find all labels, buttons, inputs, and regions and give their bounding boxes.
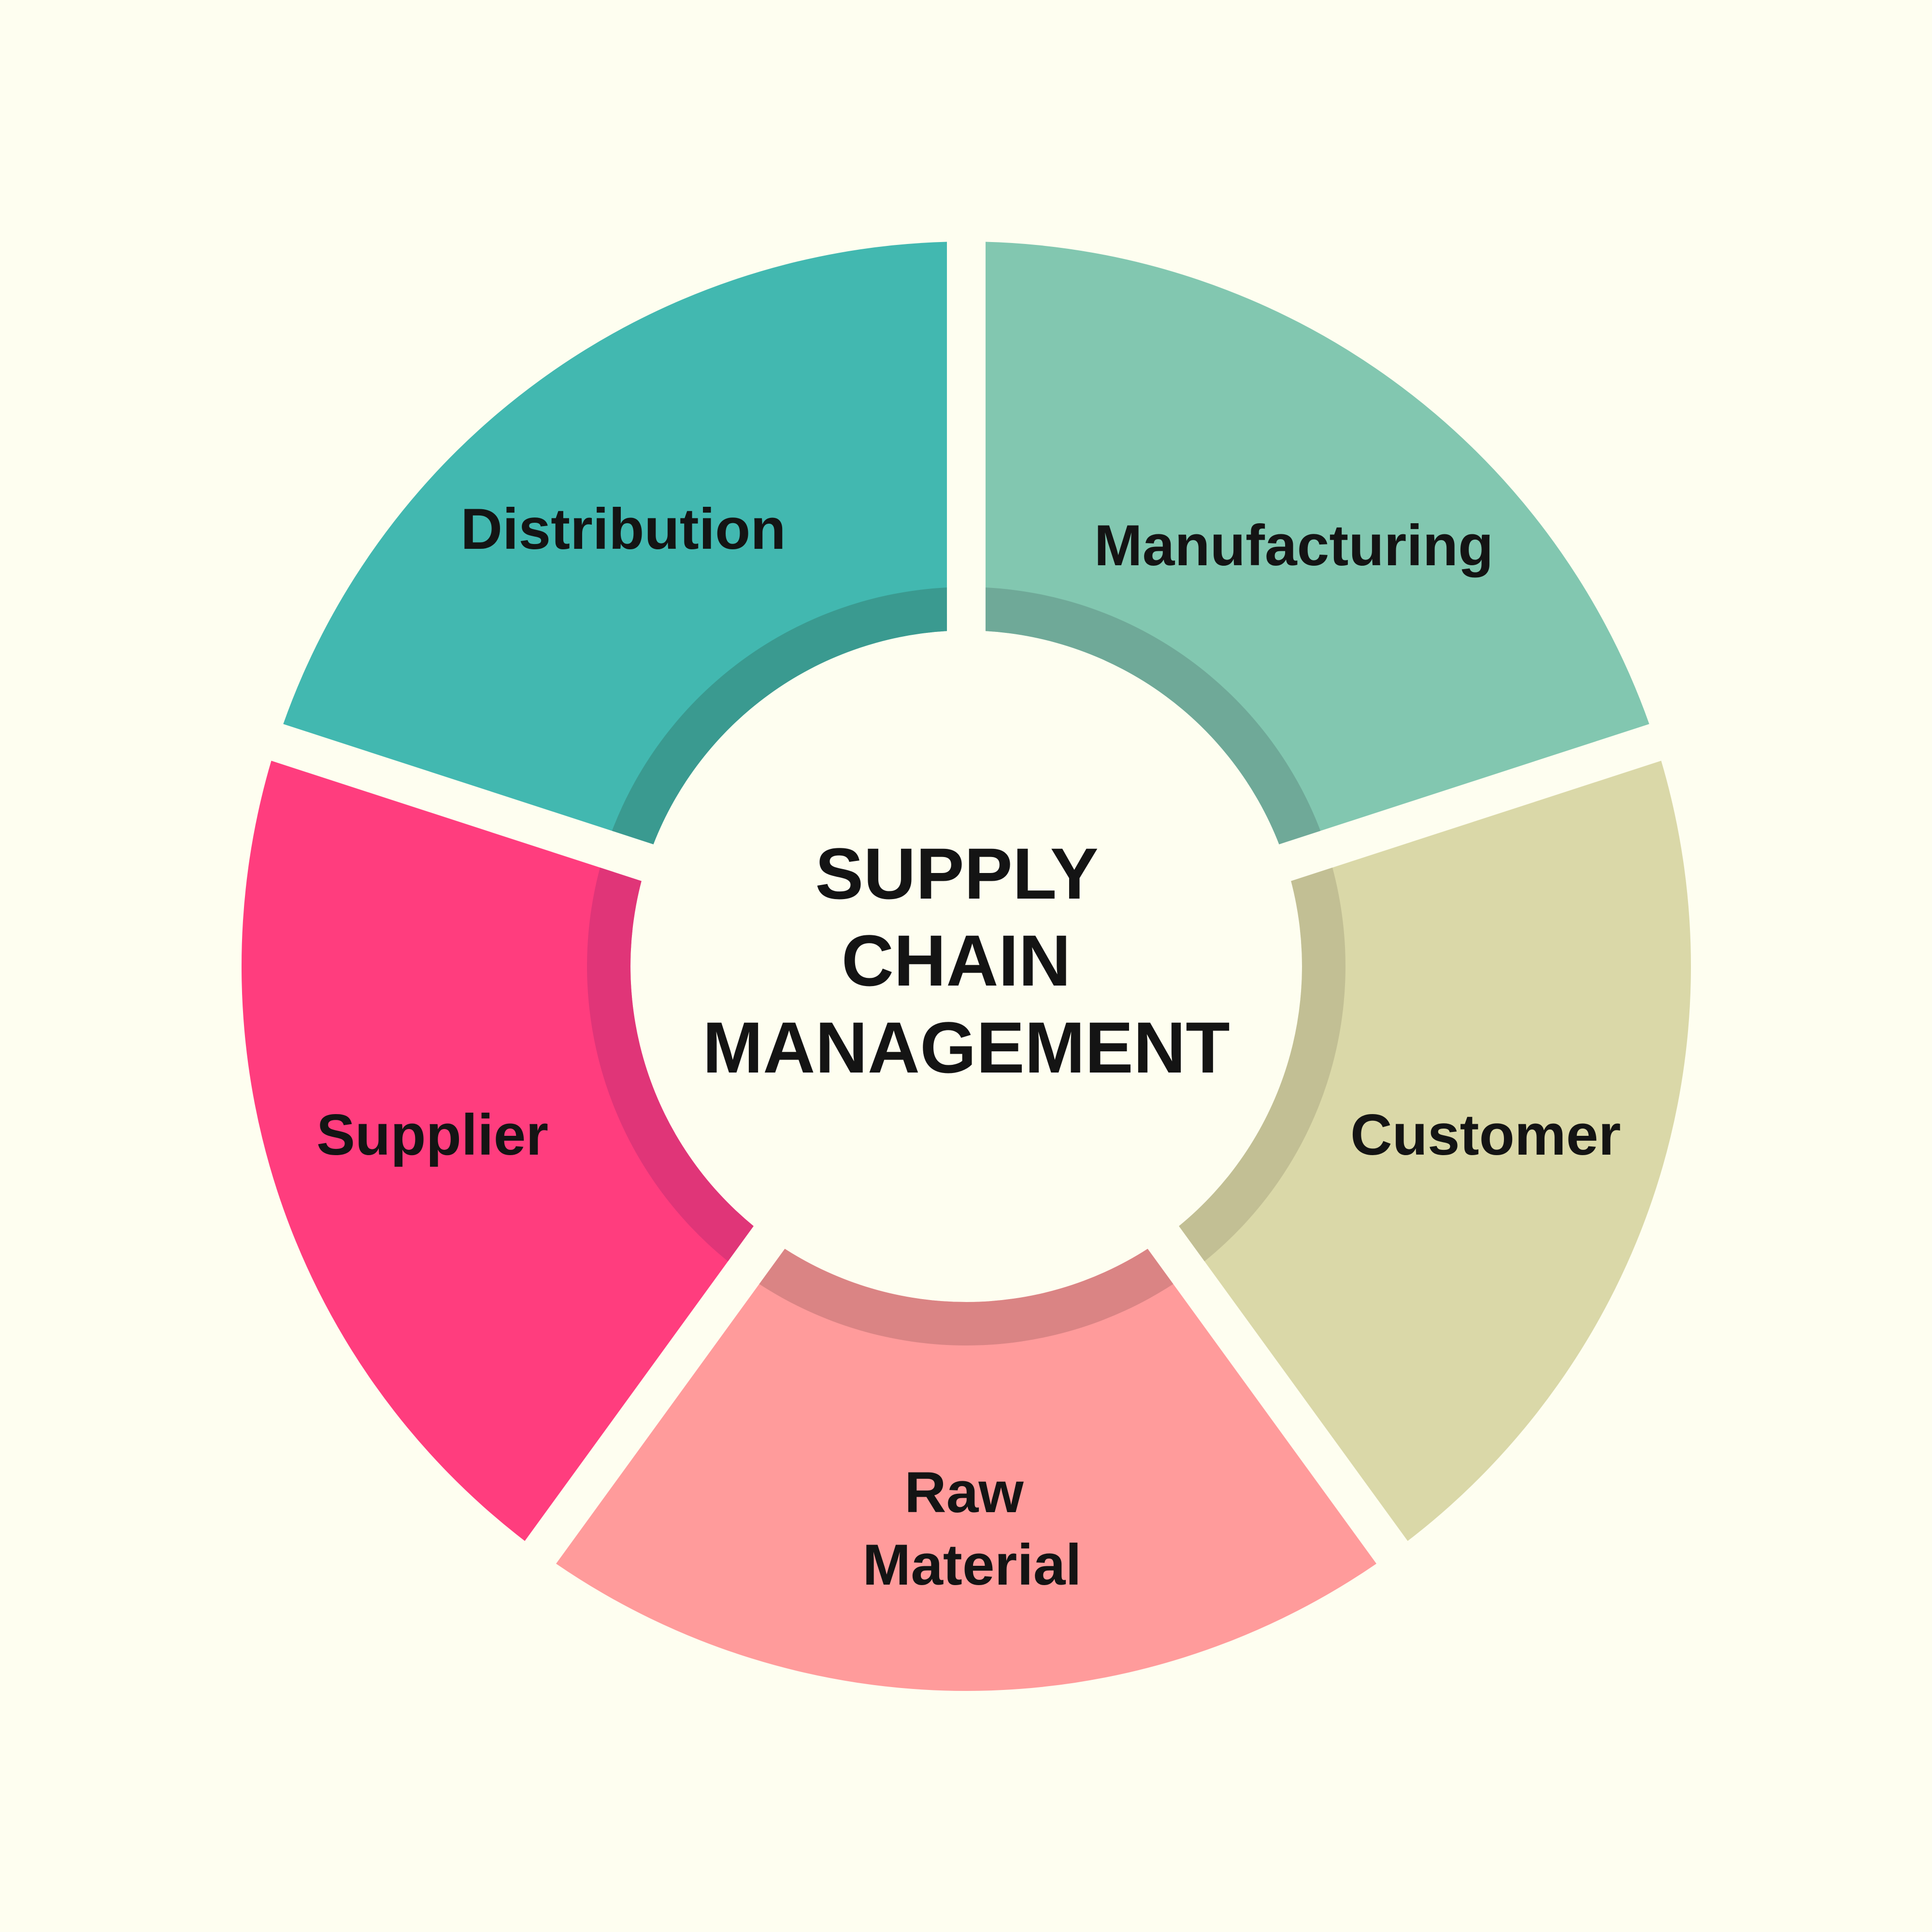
segment-raw-material-outer	[556, 1248, 1377, 1691]
segment-supplier-inner-band	[587, 867, 754, 1261]
segment-manufacturing-inner-band	[985, 587, 1321, 844]
segment-manufacturing-label: Manufacturing	[1094, 513, 1494, 578]
segment-distribution-inner-band	[612, 587, 947, 844]
segment-raw-material: Raw Material	[556, 1248, 1377, 1691]
segment-distribution-outer	[283, 242, 947, 844]
center-title: SUPPLY CHAIN MANAGEMENT	[702, 833, 1230, 1088]
segment-customer-inner-band	[1179, 867, 1345, 1261]
segment-manufacturing-outer	[985, 242, 1649, 844]
segment-customer-label: Customer	[1350, 1102, 1621, 1167]
segment-distribution-label: Distribution	[460, 497, 786, 561]
segment-customer: Customer	[1179, 760, 1691, 1541]
segment-supplier-label: Supplier	[316, 1102, 548, 1167]
segment-supplier: Supplier	[241, 760, 754, 1541]
segment-distribution: Distribution	[283, 242, 947, 844]
segment-raw-material-label: Raw Material	[862, 1460, 1082, 1597]
segment-manufacturing: Manufacturing	[985, 242, 1649, 844]
segment-raw-material-inner-band	[759, 1248, 1174, 1346]
